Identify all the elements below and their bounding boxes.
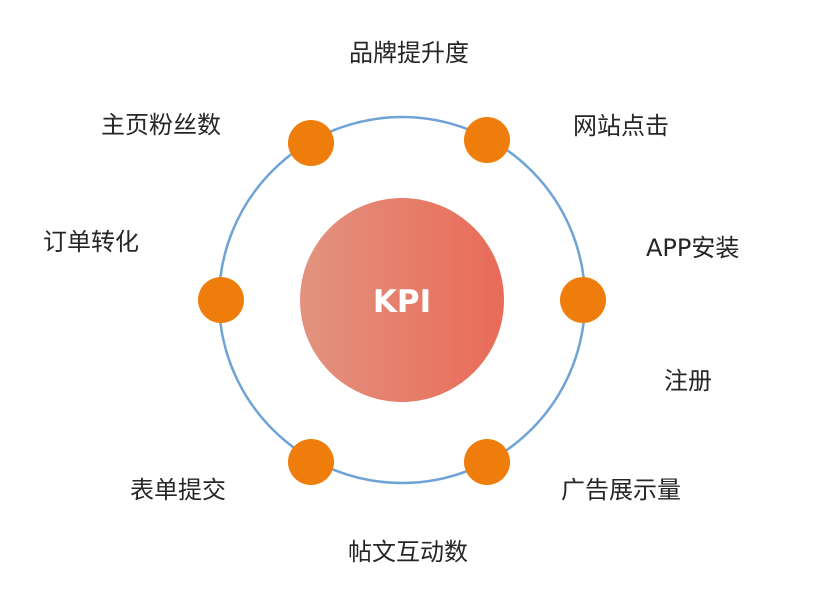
label-order-conversion: 订单转化 — [43, 228, 139, 256]
kpi-center-circle — [300, 198, 504, 402]
label-brand-lift: 品牌提升度 — [349, 39, 469, 67]
label-app-installs: APP安装 — [646, 234, 739, 262]
node-left — [198, 277, 244, 323]
label-post-engagement: 帖文互动数 — [348, 538, 468, 566]
kpi-center-label: KPI — [373, 284, 431, 320]
node-top-left — [288, 120, 334, 166]
node-top-right — [464, 117, 510, 163]
label-website-clicks: 网站点击 — [573, 112, 669, 140]
label-form-submissions: 表单提交 — [130, 476, 226, 504]
label-page-followers: 主页粉丝数 — [101, 111, 221, 139]
label-ad-impressions: 广告展示量 — [561, 476, 681, 504]
node-bottom-right — [464, 439, 510, 485]
node-right — [560, 277, 606, 323]
node-bottom-left — [288, 439, 334, 485]
label-registration: 注册 — [664, 367, 712, 395]
